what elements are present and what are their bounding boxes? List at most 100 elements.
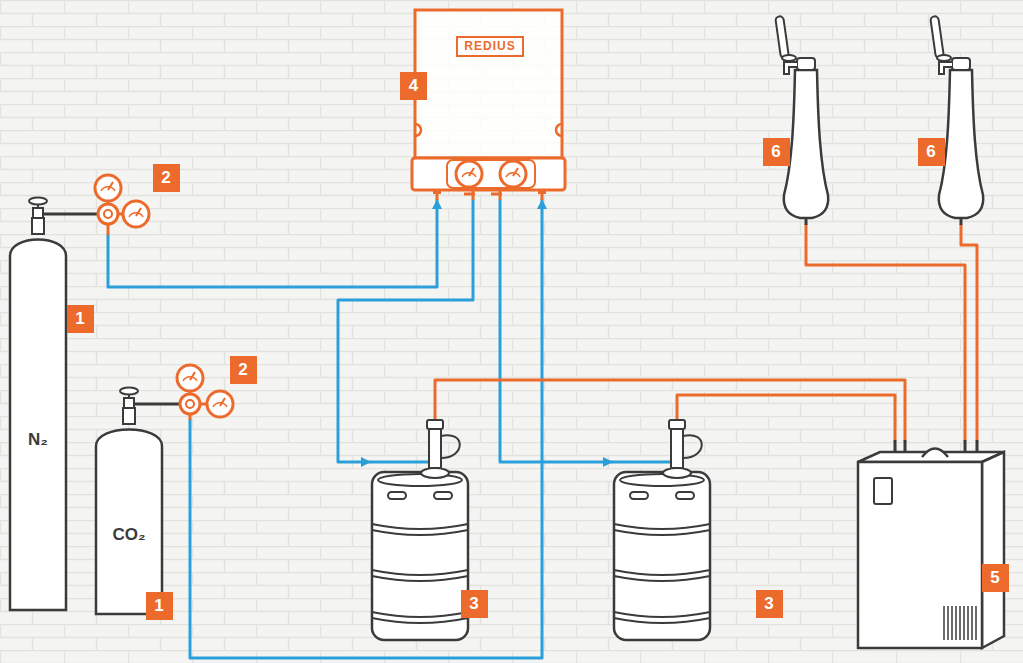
cylinder-neck — [123, 408, 135, 424]
beer-line — [961, 225, 977, 440]
gauge-tray — [412, 158, 565, 190]
gas-hose-end — [370, 461, 429, 464]
gas-hose — [190, 200, 542, 658]
housing-notch — [415, 124, 562, 136]
gauge-needle — [136, 208, 141, 216]
callout-number: 1 — [67, 305, 94, 333]
cooler-front — [858, 462, 982, 648]
keg-top — [378, 474, 462, 486]
pressure-gauge — [500, 161, 526, 187]
coupler-body — [429, 428, 441, 468]
callout-number: 3 — [756, 590, 783, 618]
coupler-base — [663, 468, 691, 478]
keg-handle-slot — [676, 492, 694, 499]
valve-outlet — [44, 213, 98, 216]
brand-label: REDIUS — [456, 36, 523, 57]
beer-cooler: 5 — [848, 440, 1015, 652]
outlet-valve-handle — [491, 193, 502, 196]
keg-top — [620, 474, 704, 486]
vent-slot — [971, 606, 973, 640]
gas-label: CO₂ — [112, 525, 145, 545]
pressure-gauge — [207, 391, 233, 417]
gas-label: N₂ — [28, 430, 48, 450]
blender-housing — [415, 10, 562, 158]
co2-cylinder-drawing — [92, 380, 176, 622]
pressure-regulator: 2 — [90, 160, 184, 235]
gas-hose — [500, 200, 612, 462]
valve-outlet — [135, 403, 180, 406]
pressure-gauge — [177, 365, 203, 391]
pressure-gauge — [95, 175, 121, 201]
keg-rib — [614, 570, 710, 581]
gas-blender: REDIUS 4 — [398, 6, 566, 200]
callout-number: 4 — [400, 72, 427, 100]
inlet-nut — [433, 190, 441, 194]
nitrogen-cylinder: N₂ 1 — [6, 195, 98, 615]
pressure-gauge — [123, 201, 149, 227]
beer-keg: 3 — [370, 420, 492, 644]
callout-number: 3 — [461, 590, 488, 618]
tap-head — [797, 58, 815, 70]
keg-body — [614, 472, 710, 640]
vent-slot — [943, 606, 945, 640]
callout-number: 6 — [918, 138, 945, 166]
tap-head — [952, 58, 970, 70]
keg-handle-slot — [388, 492, 406, 499]
pressure-regulator: 2 — [176, 352, 260, 420]
gauge-needle — [190, 372, 195, 380]
callout-number: 1 — [146, 592, 173, 620]
keg-rib — [372, 570, 468, 581]
gauge-needle — [513, 168, 518, 176]
cylinder-body — [10, 240, 66, 611]
tap-tower — [784, 70, 828, 218]
coupler-handle — [441, 435, 460, 458]
gauge-needle — [108, 182, 113, 190]
pressure-gauge — [456, 161, 482, 187]
beer-line — [806, 225, 965, 440]
gauge-needle — [220, 398, 225, 406]
gas-hose — [108, 200, 437, 287]
tap-collar — [782, 55, 796, 61]
regulator-body — [180, 394, 200, 414]
cylinder-valve — [124, 398, 134, 408]
regulator-knob — [104, 210, 112, 218]
cooler-vent — [944, 606, 976, 640]
tap-handle — [930, 16, 944, 59]
gauge-needle — [469, 168, 474, 176]
coupler-handle — [683, 435, 702, 458]
gauge-panel — [447, 160, 535, 188]
regulator-knob — [186, 400, 194, 408]
callout-number: 2 — [153, 164, 180, 192]
keg-rib — [614, 524, 710, 535]
cooler-display — [874, 478, 892, 504]
cylinder-body — [96, 430, 162, 615]
tap-tower — [939, 70, 983, 218]
gas-hose-end — [612, 461, 671, 464]
keg-rib — [614, 612, 710, 623]
coupler-cap — [427, 420, 443, 429]
callout-number: 5 — [982, 564, 1009, 592]
beer-line — [677, 395, 895, 440]
beer-tap: 6 — [758, 6, 840, 225]
faucet-spout — [784, 62, 797, 74]
regulator-body — [98, 204, 118, 224]
gas-hose — [338, 200, 473, 462]
beer-keg: 3 — [612, 420, 787, 644]
nitrogen-cylinder-drawing — [6, 195, 98, 615]
co2-cylinder: CO₂ 1 — [92, 380, 176, 622]
vent-slot — [975, 606, 977, 640]
vent-slot — [947, 606, 949, 640]
keg-rib — [372, 612, 468, 623]
keg-body — [372, 472, 468, 640]
callout-number: 6 — [763, 138, 790, 166]
beer-tap-drawing — [913, 6, 995, 225]
beer-tap-drawing — [758, 6, 840, 225]
valve-handwheel — [29, 198, 47, 205]
vent-slot — [963, 606, 965, 640]
coupler-cap — [669, 420, 685, 429]
callout-number: 2 — [230, 356, 257, 384]
